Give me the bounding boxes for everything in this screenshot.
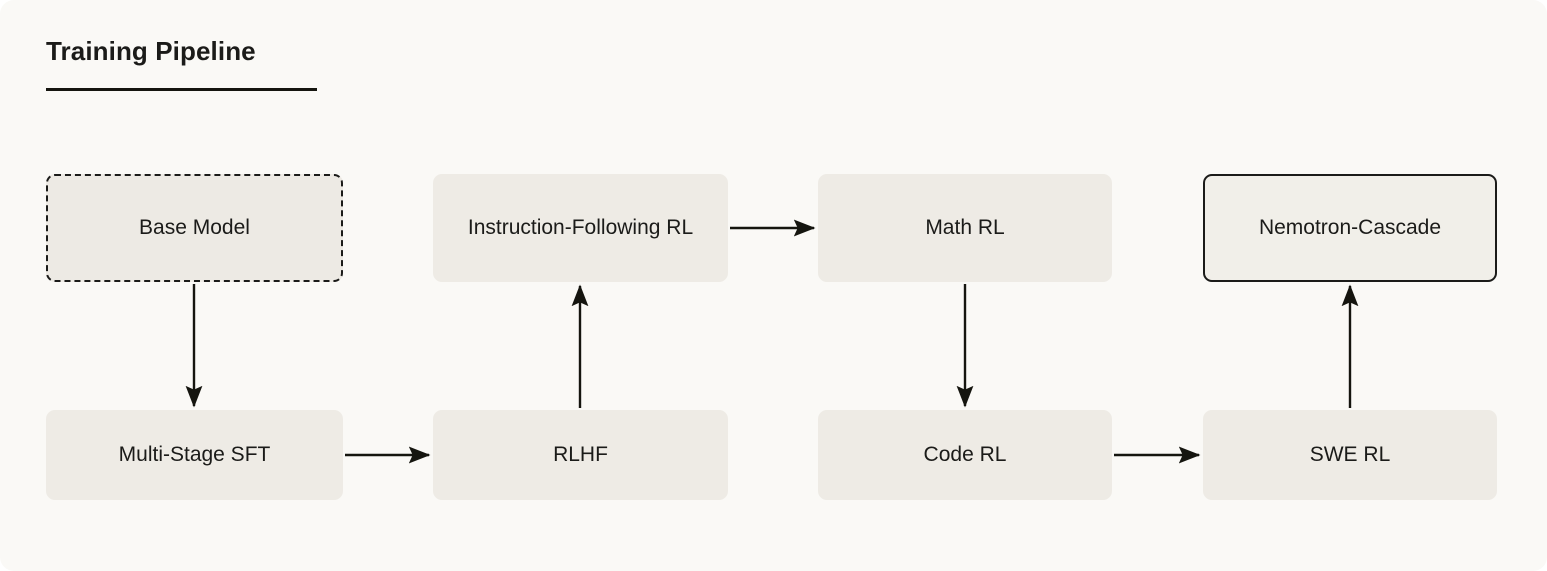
node-label: Code RL — [923, 443, 1007, 467]
node-nemotron-cascade[interactable]: Nemotron-Cascade — [1203, 174, 1497, 282]
node-label: Multi-Stage SFT — [118, 443, 271, 467]
node-label: Base Model — [139, 216, 250, 240]
node-swe-rl[interactable]: SWE RL — [1203, 410, 1497, 500]
node-rlhf[interactable]: RLHF — [433, 410, 728, 500]
node-label: Math RL — [925, 216, 1005, 240]
node-label: RLHF — [553, 443, 608, 467]
node-code-rl[interactable]: Code RL — [818, 410, 1112, 500]
node-math-rl[interactable]: Math RL — [818, 174, 1112, 282]
node-label: Nemotron-Cascade — [1258, 216, 1442, 240]
node-base-model[interactable]: Base Model — [46, 174, 343, 282]
title-underline — [46, 88, 317, 91]
node-multi-stage-sft[interactable]: Multi-Stage SFT — [46, 410, 343, 500]
node-label: SWE RL — [1309, 443, 1391, 467]
edges-group — [185, 219, 1359, 464]
node-instruction-following-rl[interactable]: Instruction-Following RL — [433, 174, 728, 282]
node-label: Instruction-Following RL — [467, 216, 694, 240]
page-title: Training Pipeline — [46, 36, 256, 66]
